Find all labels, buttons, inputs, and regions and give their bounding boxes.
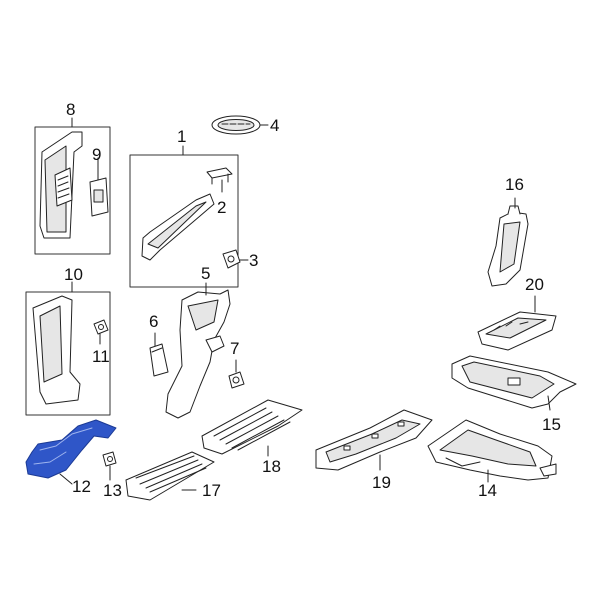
part-14-floor-trim[interactable] [427,419,557,483]
part-3-clip[interactable] [222,249,241,269]
part-5-center-pillar-trim[interactable] [165,282,231,419]
callout-6: 6 [149,312,159,331]
part-10-lower-pillar-trim[interactable] [32,295,81,405]
callout-8: 8 [66,100,76,119]
callout-17: 17 [202,481,221,500]
callout-7: 7 [230,339,240,358]
callout-5: 5 [201,264,211,283]
part-4-console-bezel[interactable] [211,115,269,135]
part-8-pillar-trim[interactable] [39,131,83,239]
part-9-switch-bezel[interactable] [89,157,109,217]
part-1-windshield-pillar-trim[interactable] [141,193,215,261]
part-20-bracket[interactable] [477,295,557,351]
callout-14: 14 [478,481,497,500]
part-6-cover[interactable] [149,332,169,377]
part-18-scuff-plate[interactable] [201,399,303,457]
callout-2: 2 [217,198,227,217]
callout-20: 20 [525,275,544,294]
callout-15: 15 [542,415,561,434]
part-19-floor-panel[interactable] [315,409,433,471]
part-17-scuff-plate[interactable] [125,451,215,501]
callout-3: 3 [249,251,259,270]
callout-1: 1 [177,127,187,146]
callout-13: 13 [103,481,122,500]
part-2-bracket[interactable] [206,167,233,193]
group-box-8 [34,117,111,255]
part-15-sill-trim[interactable] [451,355,577,411]
part-16-pillar-trim[interactable] [487,197,529,287]
callout-4: 4 [270,116,280,135]
callout-19: 19 [372,473,391,492]
part-12-scuff-plate-highlighted[interactable] [25,419,117,485]
callout-18: 18 [262,457,281,476]
part-13-clip[interactable] [102,451,117,481]
callout-10: 10 [64,265,83,284]
part-7-clip[interactable] [228,359,245,389]
callout-11: 11 [92,347,110,366]
group-box-10 [25,281,111,416]
callout-12: 12 [72,477,91,496]
callout-9: 9 [92,145,102,164]
callout-16: 16 [505,175,524,194]
part-11-clip[interactable] [93,319,109,345]
group-box-1 [129,145,239,288]
